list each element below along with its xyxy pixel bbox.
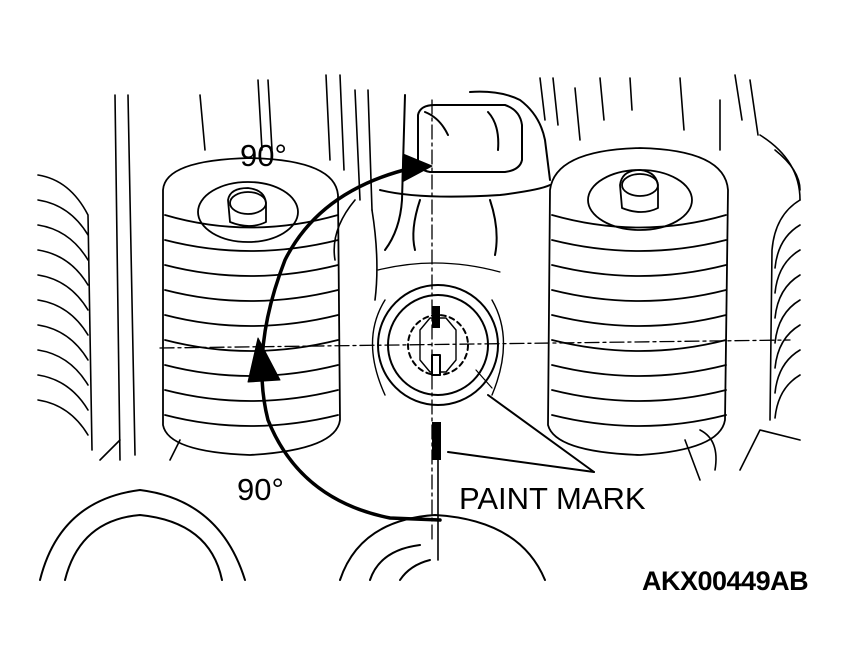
angle-label-bottom: 90° — [237, 472, 284, 507]
cylinder-head-casting — [99, 74, 801, 481]
centerlines — [159, 99, 791, 541]
paint-mark-label: PAINT MARK — [459, 481, 646, 516]
left-valve-spring — [162, 157, 341, 456]
arrow-head-middle — [247, 337, 281, 383]
cam-journals — [39, 489, 546, 581]
angle-label-top: 90° — [240, 138, 287, 173]
paint-marks — [431, 306, 441, 460]
arrow-head-top — [401, 153, 433, 183]
camshaft-bolt — [371, 262, 505, 406]
figure-code: AKX00449AB — [642, 566, 809, 596]
rotation-arc — [260, 166, 442, 522]
paint-mark-leaders — [447, 369, 595, 473]
left-partial-valve-spring — [37, 174, 93, 451]
right-valve-spring — [547, 147, 729, 456]
right-partial-valve-spring — [769, 199, 801, 421]
